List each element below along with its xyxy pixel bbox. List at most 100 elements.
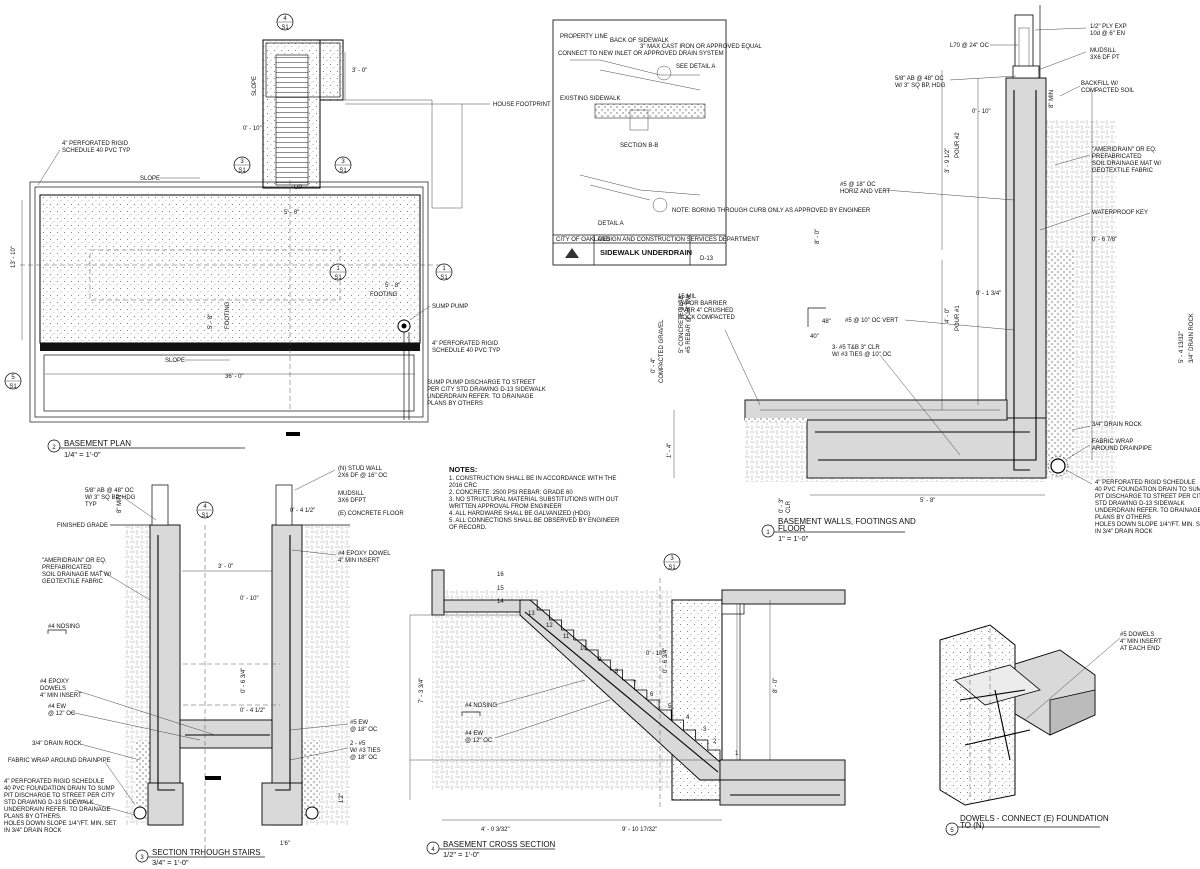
stair-wall-right [271,524,303,826]
dimension: 4' - 0 3/32" [481,827,510,833]
detail-scale: 3/4" = 1'-0" [152,858,189,867]
svg-text:5: 5 [11,375,15,381]
svg-text:S1: S1 [201,513,209,519]
basement-slab [39,194,421,344]
section-bubble[interactable]: 3S1 [233,156,251,174]
note-line: 5. ALL CONNECTIONS SHALL BE OBSERVED BY … [449,518,620,524]
detail-title: 3 SECTION TRHOUGH STAIRS 3/4" = 1'-0" [135,848,265,867]
label-line: 4" MIN INSERT [1120,639,1162,645]
label-line: 10d @ 6" EN [1090,31,1125,37]
detail-note: 3" MAX CAST IRON OR APPROVED EQUAL [640,44,762,50]
drainpipe-icon [305,806,319,820]
department: DESIGN AND CONSTRUCTION SERVICES DEPARTM… [598,237,760,243]
label-line: ROCK COMPACTED [678,315,736,321]
section-bubble[interactable]: 1S1 [329,263,347,281]
label-line: AT EACH END [1120,646,1160,652]
oak-tree-logo-icon [565,248,579,258]
dimension: 8' - 0" [815,229,821,244]
stair-tread [707,749,721,760]
detail-title: 4 BASEMENT CROSS SECTION 1/2" = 1'-0" [426,840,556,859]
drainpipe-icon [1050,458,1066,474]
label-line: 40 PVC FOUNDATION DRAIN TO SUMP [4,786,115,792]
up-label: UP [294,185,302,191]
step-number: 11 [563,634,570,640]
dimension: 3' - 0" [352,68,367,74]
svg-text:1: 1 [442,266,446,272]
section-bubble[interactable]: 4S1 [196,501,214,519]
label-line: 4" MIN INSERT [338,558,380,564]
foundation-band [40,343,420,351]
label-line: 4" MIN INSERT [40,693,82,699]
svg-text:3: 3 [341,159,345,165]
step-number: 16 [497,572,504,578]
footing-label: FOOTING [370,292,398,298]
cross-section-detail: 3S1 16 15 14 13 12 11 10 9 8 7 6 5 4 3 2… [409,553,846,859]
dimension: 5' - 8" [208,314,214,329]
slope-label: SLOPE [140,176,160,182]
svg-text:3: 3 [240,159,244,165]
stair-tread [537,609,550,620]
label-line: OVER 4" CRUSHED [678,308,734,314]
section-bubble[interactable]: 3S1 [663,553,681,571]
section-bubble[interactable]: 5S1 [4,372,22,390]
stair-wall-left [149,524,181,826]
dimension: 1'2" [339,793,345,803]
label-line: PREFABRICATED [42,565,92,571]
section-bubble[interactable]: 3S1 [334,156,352,174]
dimension: 5' - 8" [385,283,400,289]
dimension: 0' - 6 7/8" [1092,237,1117,243]
step-number: 8 [615,669,619,675]
label-line: PREFABRICATED [1092,154,1142,160]
standard-title: SIDEWALK UNDERDRAIN [600,248,692,257]
note-line: 3. NO STRUCTURAL MATERIAL SUBSTITUTIONS … [449,497,619,503]
dimension: 5' - 4 13/32" [1179,331,1185,363]
step-number: 7 [633,681,637,687]
stair-tread [683,729,697,740]
step-number: 1 [735,751,739,757]
detail-note: NOTE: BORING THROUGH CURB ONLY AS APPROV… [672,208,871,214]
svg-text:4: 4 [283,16,287,22]
dimension: 0' - 10" [972,109,991,115]
step-number: 6 [650,692,654,698]
svg-text:S1: S1 [9,384,17,390]
label-line: SCHEDULE 40 PVC TYP [432,348,500,354]
dimension: 3' - 9 1/2" [945,148,951,173]
dimension: 4' - 0" [945,308,951,323]
label-line: SOIL DRAINAGE MAT W/ [1092,161,1162,167]
note-line: 2016 CRC [449,483,478,489]
label-line: @ 12" OC [48,711,76,717]
section-bubble[interactable]: 1S1 [435,263,453,281]
detail-title-text: SECTION TRHOUGH STAIRS [152,848,261,857]
rebar-label: #4 EW@ 12" OC [465,731,493,744]
drain-rock-label: 3/4" DRAIN ROCK [1092,422,1142,428]
label-line: IN 3/4" DRAIN ROCK [1095,529,1152,535]
pour-label: POUR #1 [955,305,961,331]
label-line: PIT DISCHARGE TO STREET PER CITY [1095,494,1200,500]
svg-text:4: 4 [203,504,207,510]
drain-rock-label: 3/4" DRAIN ROCK [32,741,82,747]
label-line: @ 12" OC [465,738,493,744]
label-line: @ 18" OC [350,755,378,761]
dimension: 3' - 0" [218,564,233,570]
step-number: 12 [546,623,553,629]
label-line: VAPOR BARRIER [678,301,728,307]
svg-text:S1: S1 [668,565,676,571]
svg-text:2: 2 [52,445,56,451]
dimension: 8" MIN [1049,90,1055,108]
basement-slab [719,759,846,781]
section-bubble[interactable]: 4S1 [276,13,294,31]
dimension: 0' - 4 1/2" [240,708,265,714]
stair-tread [585,649,599,660]
step-number: 3 [703,727,707,733]
